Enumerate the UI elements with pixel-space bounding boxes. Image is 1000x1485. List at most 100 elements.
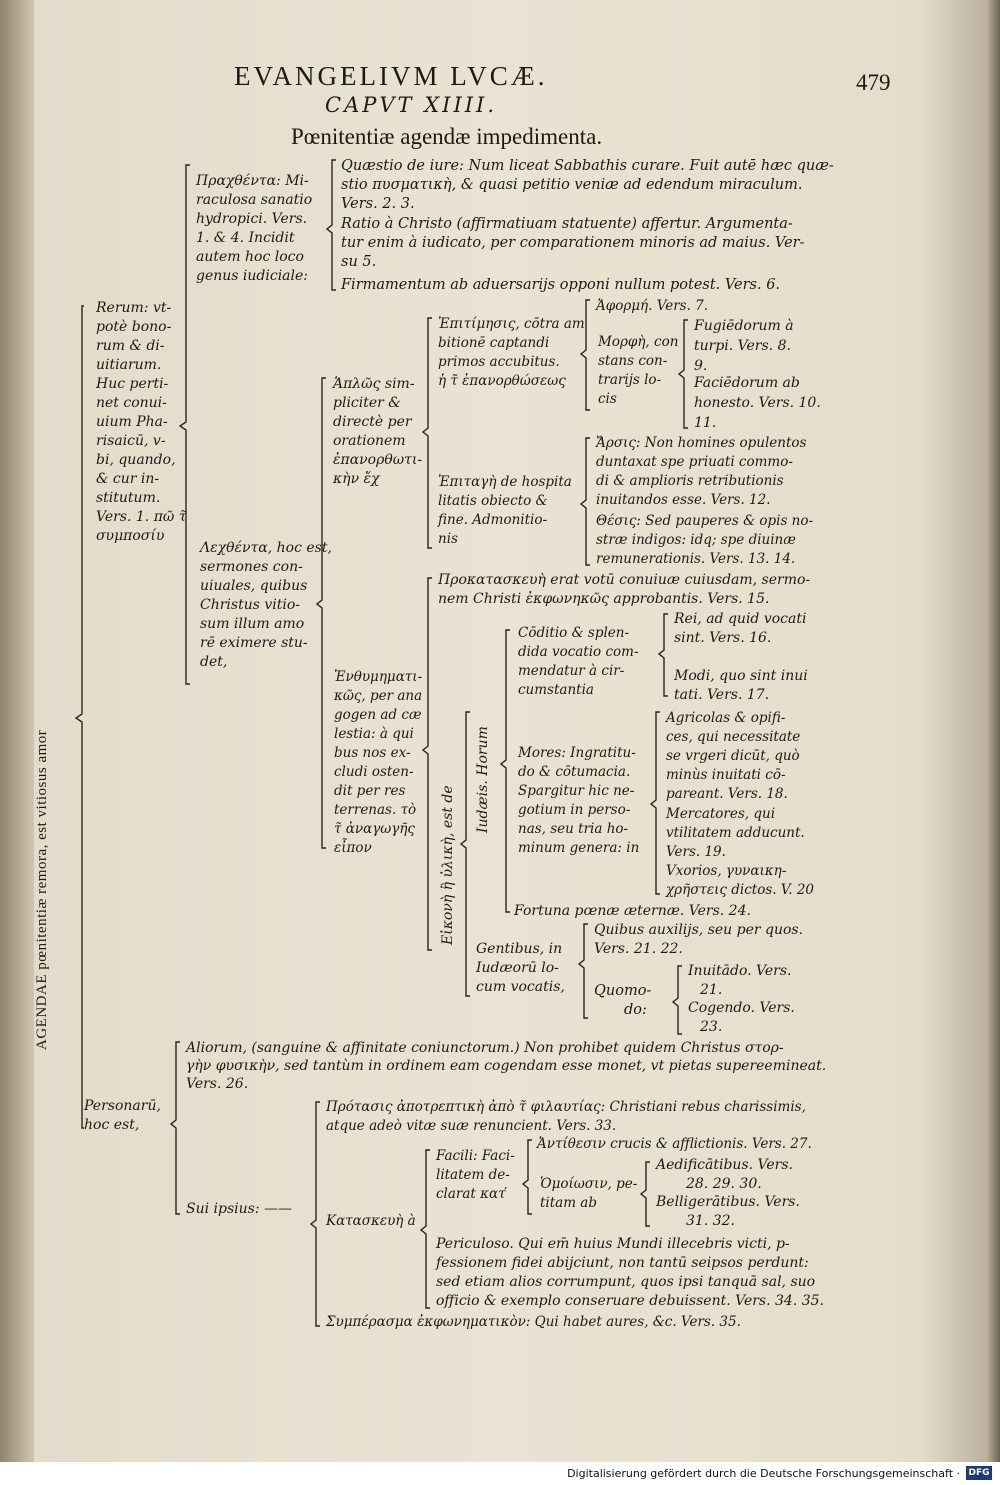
haplos-line: orationem xyxy=(333,433,406,449)
enthymematikos-line: lestia: à qui xyxy=(334,726,414,742)
aphorme-line: Ἀφορμή. Vers. 7. xyxy=(596,298,709,314)
agricolas-line: minùs inuitati cō- xyxy=(666,767,786,783)
protasis-line: atque adeò vitæ suæ renuncient. Vers. 33… xyxy=(326,1118,617,1134)
epitimesis-line: Ἐπιτίμησις, cōtra am xyxy=(438,316,585,332)
brace-morphe xyxy=(677,319,688,429)
arsis-line: Ἄρσις: Non homines opulentos xyxy=(596,435,807,451)
rerum-line: συμποσίυ xyxy=(96,528,165,544)
personarum-line: hoc est, xyxy=(84,1117,140,1133)
rerum-line: & cur in- xyxy=(96,471,160,487)
facili-block: Facili: Faci- litatem de- clarat κατ̕ xyxy=(436,1147,515,1204)
epitimesis-line: primos accubitus. xyxy=(438,354,560,370)
morphe-line: Μορφὴ, con xyxy=(598,334,679,350)
inuitando-line: 21. xyxy=(700,982,723,998)
rerum-line: Rerum: vt- xyxy=(96,300,172,316)
quaestio-line: Vers. 2. 3. xyxy=(341,196,415,212)
brace-enthymematikos xyxy=(421,577,432,951)
morphe-block: Μορφὴ, con stans con- trarijs lo- cis xyxy=(598,333,678,409)
ratio-line: Ratio à Christo (affirmatiuam statuente)… xyxy=(341,216,793,232)
epitage-line: Ἐπιταγὴ de hospita xyxy=(438,474,572,490)
arsis-line: di & amplioris retributionis xyxy=(596,473,784,489)
quaestio-line: stio πυσματικὴ, & quasi petitio veniæ ad… xyxy=(341,177,803,193)
enthymematikos-line: Ἐνθυμηματι- xyxy=(334,669,423,685)
epitage-block: Ἐπιταγὴ de hospita litatis obiecto & fin… xyxy=(438,473,572,549)
brace-homoiosin xyxy=(639,1161,650,1227)
rerum-line: Vers. 1. πῶ τ̃ xyxy=(96,509,187,525)
agricolas-block: Agricolas & opifi- ces, qui necessitate … xyxy=(666,709,800,804)
lechthenta-line: det, xyxy=(200,654,228,670)
thesis-line: remunerationis. Vers. 13. 14. xyxy=(596,551,796,567)
prokataskeue-line: nem Christi ἐκφωνηκῶς approbantis. Vers.… xyxy=(438,591,770,607)
firmamentum-line: Firmamentum ab aduersarijs opponi nullum… xyxy=(341,277,781,293)
brace-kataskeue xyxy=(419,1149,430,1309)
periculoso-line: fessionem fidei abijciunt, non tantū sei… xyxy=(436,1255,809,1271)
conditio-line: dida vocatio com- xyxy=(518,644,639,660)
rerum-line: bi, quando, xyxy=(96,452,176,468)
cogendo-line: Cogendo. Vers. xyxy=(688,1000,795,1016)
kataskeue-line: Κατασκευὴ à xyxy=(326,1213,416,1229)
rei-block: Rei, ad quid vocati sint. Vers. 16. xyxy=(674,610,806,648)
lechthenta-line: rē eximere stu- xyxy=(200,635,308,651)
mores-line: gotium in perso- xyxy=(518,802,631,818)
enthymematikos-line: bus nos ex- xyxy=(334,745,411,761)
gentibus-line: Gentibus, in xyxy=(476,941,563,957)
epitage-line: nis xyxy=(438,531,458,547)
belligeratibus-line: 31. 32. xyxy=(686,1213,735,1229)
facili-line: clarat κατ̕ xyxy=(436,1186,506,1202)
uxorios-line: χρῆστεις dictos. V. 20 xyxy=(666,882,815,898)
chapter-heading: CAPVT XIIII. xyxy=(325,93,498,117)
belligeratibus-block: Belligerātibus. Vers. 31. 32. xyxy=(656,1193,800,1231)
personarum-line: Personarū, xyxy=(84,1098,161,1114)
brace-main xyxy=(74,305,84,1129)
cogendo-block: Cogendo. Vers. 23. xyxy=(688,999,795,1037)
haplos-line: ἐπανορθωτι- xyxy=(333,452,423,468)
enthymematikos-line: dit per res xyxy=(334,783,406,799)
mercatores-line: vtilitatem adducunt. xyxy=(666,825,805,841)
funding-note: Digitalisierung gefördert durch die Deut… xyxy=(567,1467,960,1480)
sui-line: Sui ipsius: —— xyxy=(186,1201,293,1217)
symperasma-block: Συμπέρασμα ἐκφωνηματικὸν: Qui habet aure… xyxy=(326,1313,741,1332)
aphorme-block: Ἀφορμή. Vers. 7. xyxy=(596,297,708,316)
rerum-line: rum & di- xyxy=(96,338,165,354)
firmamentum-block: Firmamentum ab aduersarijs opponi nullum… xyxy=(341,276,780,295)
fortuna-block: Fortuna pœnæ æternæ. Vers. 24. xyxy=(514,902,751,921)
facili-line: Facili: Faci- xyxy=(436,1148,515,1164)
quaestio-block: Quæstio de iure: Num liceat Sabbathis cu… xyxy=(341,157,834,214)
epitimesis-line: ἡ τ̃ ἐπανορθώσεως xyxy=(438,373,566,389)
gentibus-line: cum vocatis, xyxy=(476,979,565,995)
enthymematikos-line: κῶς, per ana xyxy=(334,688,423,704)
protasis-line: Πρότασις ἀποτρεπτικὴ ἀπὸ τ̃ φιλαυτίας: C… xyxy=(326,1099,806,1115)
morphe-line: trarijs lo- xyxy=(598,372,662,388)
book-spine xyxy=(0,0,34,1462)
facili-line: litatem de- xyxy=(436,1167,510,1183)
gentibus-line: Iudæorū lo- xyxy=(476,960,559,976)
inuitando-block: Inuitādo. Vers. 21. xyxy=(688,962,792,1000)
prokataskeue-block: Προκατασκευὴ erat votū conuiuæ cuiusdam,… xyxy=(438,571,810,609)
periculoso-line: sed etiam alios corrumpunt, quos ipsi ta… xyxy=(436,1274,816,1290)
brace-conditio xyxy=(657,613,668,697)
brace-iudaeis xyxy=(499,629,510,913)
lechthenta-line: sermones con- xyxy=(200,559,303,575)
vertical-title: AGENDAE pœnitentiæ remora, est vitiosus … xyxy=(34,729,50,1050)
lechthenta-block: Λεχθέντα, hoc est, sermones con- uiuales… xyxy=(200,539,332,672)
mores-line: minum genera: in xyxy=(518,840,640,856)
epitimesis-line: bitionē captandi xyxy=(438,335,550,351)
belligeratibus-line: Belligerātibus. Vers. xyxy=(656,1194,800,1210)
arsis-line: duntaxat spe priuati commo- xyxy=(596,454,793,470)
perachthenta-line: 1. & 4. Incidit xyxy=(196,230,295,246)
rei-line: Rei, ad quid vocati xyxy=(674,611,807,627)
enthymematikos-line: cludi osten- xyxy=(334,764,414,780)
haplos-line: directè per xyxy=(333,414,412,430)
mores-line: nas, seu tria ho- xyxy=(518,821,629,837)
brace-haplos xyxy=(421,317,432,549)
rerum-line: risaicū, v- xyxy=(96,433,166,449)
symperasma-line: Συμπέρασμα ἐκφωνηματικὸν: Qui habet aure… xyxy=(326,1314,741,1330)
aliorum-block: Aliorum, (sanguine & affinitate coniunct… xyxy=(186,1039,826,1093)
homoiosin-line: titam ab xyxy=(540,1195,597,1211)
gentibus-block: Gentibus, in Iudæorū lo- cum vocatis, xyxy=(476,940,565,997)
agricolas-line: Agricolas & opifi- xyxy=(666,710,786,726)
rei-line: sint. Vers. 16. xyxy=(674,630,772,646)
ratio-line: tur enim à iudicato, per comparationem m… xyxy=(341,235,805,251)
uxorios-line: Vxorios, γυναικη- xyxy=(666,863,787,879)
